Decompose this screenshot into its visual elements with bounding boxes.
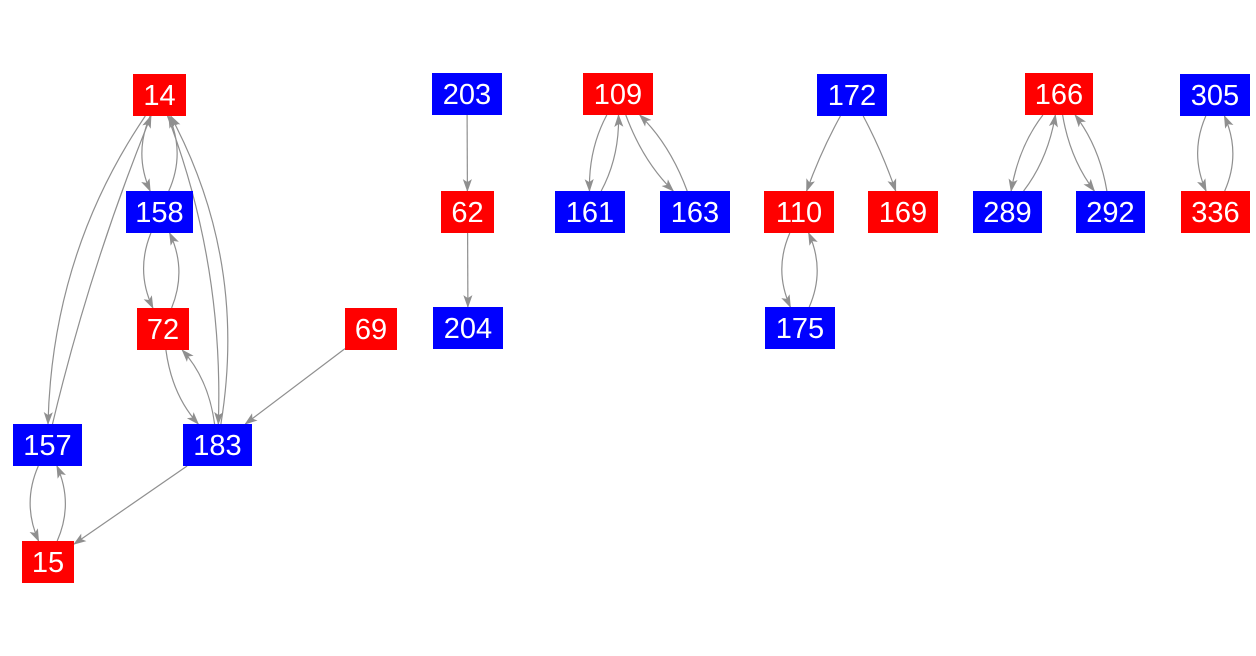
edge-305-336 <box>1197 115 1207 192</box>
edge-109-161 <box>584 114 608 193</box>
node-label: 169 <box>878 196 928 229</box>
edge-14-183 <box>166 115 224 426</box>
edge-172-169 <box>862 115 897 193</box>
node-161[interactable]: 161 <box>555 191 625 233</box>
node-203[interactable]: 203 <box>432 73 502 115</box>
node-158[interactable]: 158 <box>126 191 193 233</box>
node-label: 109 <box>593 78 643 111</box>
edge-183-14 <box>170 115 229 425</box>
node-175[interactable]: 175 <box>765 307 835 349</box>
node-14[interactable]: 14 <box>133 74 186 116</box>
node-label: 204 <box>443 312 493 345</box>
edge-172-110 <box>806 115 841 193</box>
node-label: 72 <box>146 313 180 346</box>
node-label: 305 <box>1190 79 1240 112</box>
node-169[interactable]: 169 <box>868 191 938 233</box>
edge-292-166 <box>1074 114 1108 192</box>
edge-157-14 <box>51 114 152 425</box>
node-109[interactable]: 109 <box>583 73 653 115</box>
node-label: 14 <box>143 79 176 112</box>
node-label: 158 <box>135 196 184 229</box>
node-label: 175 <box>775 312 825 345</box>
node-336[interactable]: 336 <box>1181 191 1250 233</box>
node-label: 183 <box>193 429 242 462</box>
node-305[interactable]: 305 <box>1180 74 1250 116</box>
node-label: 69 <box>354 313 388 346</box>
node-label: 292 <box>1086 196 1135 229</box>
edge-289-166 <box>1023 113 1058 192</box>
node-label: 336 <box>1191 196 1240 229</box>
node-183[interactable]: 183 <box>183 424 252 466</box>
node-72[interactable]: 72 <box>137 308 189 350</box>
edge-158-72 <box>142 232 154 309</box>
node-label: 157 <box>23 429 72 462</box>
node-204[interactable]: 204 <box>433 307 503 349</box>
edge-15-157 <box>56 465 66 542</box>
node-289[interactable]: 289 <box>973 191 1042 233</box>
edge-72-158 <box>169 232 180 309</box>
node-label: 110 <box>775 196 823 229</box>
edge-166-292 <box>1062 114 1096 192</box>
node-157[interactable]: 157 <box>13 424 82 466</box>
node-label: 163 <box>670 196 720 229</box>
edge-336-305 <box>1223 115 1234 192</box>
edge-175-110 <box>808 232 818 308</box>
node-label: 161 <box>565 196 615 229</box>
node-label: 166 <box>1034 78 1084 111</box>
node-110[interactable]: 110 <box>764 191 834 233</box>
node-62[interactable]: 62 <box>441 191 494 233</box>
node-69[interactable]: 69 <box>345 308 397 350</box>
edge-183-15 <box>73 465 188 545</box>
node-label: 15 <box>31 546 65 579</box>
edge-69-183 <box>244 348 346 425</box>
edge-166-289 <box>1008 114 1044 193</box>
node-292[interactable]: 292 <box>1076 191 1145 233</box>
node-163[interactable]: 163 <box>660 191 730 233</box>
edge-109-163 <box>625 114 675 192</box>
edge-14-157 <box>43 115 146 426</box>
edge-110-175 <box>781 232 791 308</box>
node-label: 289 <box>983 196 1032 229</box>
node-15[interactable]: 15 <box>22 541 74 583</box>
node-label: 172 <box>827 79 877 112</box>
edge-163-109 <box>638 114 688 192</box>
node-172[interactable]: 172 <box>817 74 887 116</box>
node-166[interactable]: 166 <box>1025 73 1093 115</box>
edge-183-72 <box>181 349 216 425</box>
edge-72-183 <box>165 349 200 425</box>
node-label: 203 <box>442 78 492 111</box>
edge-161-109 <box>600 113 624 192</box>
node-label: 62 <box>451 196 484 229</box>
edge-157-15 <box>29 465 40 542</box>
